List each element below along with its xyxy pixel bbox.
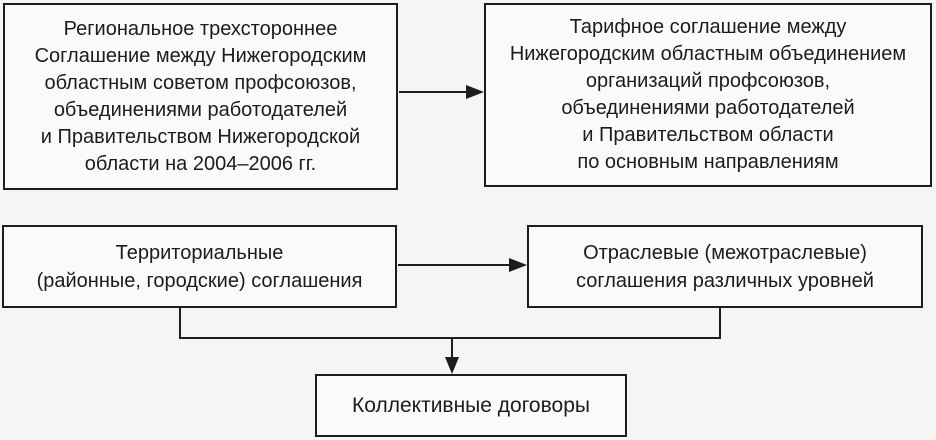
node-regional-tripartite-agreement-label: Региональное трехстороннее Соглашение ме… (34, 17, 367, 175)
connector-merge-horizontal (179, 337, 721, 339)
node-sectoral-agreements-label: Отраслевые (межотраслевые) соглашения ра… (576, 241, 874, 292)
connector-sectoral-down-stub (719, 308, 721, 339)
node-collective-contracts: Коллективные договоры (315, 374, 627, 437)
arrow-merge-to-collective-shaft (451, 338, 453, 359)
connector-territorial-down-stub (179, 308, 181, 339)
arrow-regional-to-tariff-shaft (399, 91, 469, 93)
node-regional-tripartite-agreement: Региональное трехстороннее Соглашение ме… (3, 3, 398, 190)
node-tariff-agreement-label: Тарифное соглашение между Нижегородским … (509, 16, 907, 173)
arrow-merge-to-collective-head-icon (445, 357, 459, 374)
arrow-regional-to-tariff-head-icon (466, 85, 484, 99)
node-territorial-agreements: Территориальные (районные, городские) со… (2, 225, 397, 308)
node-collective-contracts-label: Коллективные договоры (352, 393, 590, 417)
arrow-territorial-to-sectoral-head-icon (509, 258, 527, 272)
arrow-territorial-to-sectoral-shaft (398, 264, 512, 266)
node-tariff-agreement: Тарифное соглашение между Нижегородским … (484, 3, 932, 187)
node-territorial-agreements-label: Территориальные (районные, городские) со… (36, 241, 363, 292)
node-sectoral-agreements: Отраслевые (межотраслевые) соглашения ра… (527, 225, 923, 308)
